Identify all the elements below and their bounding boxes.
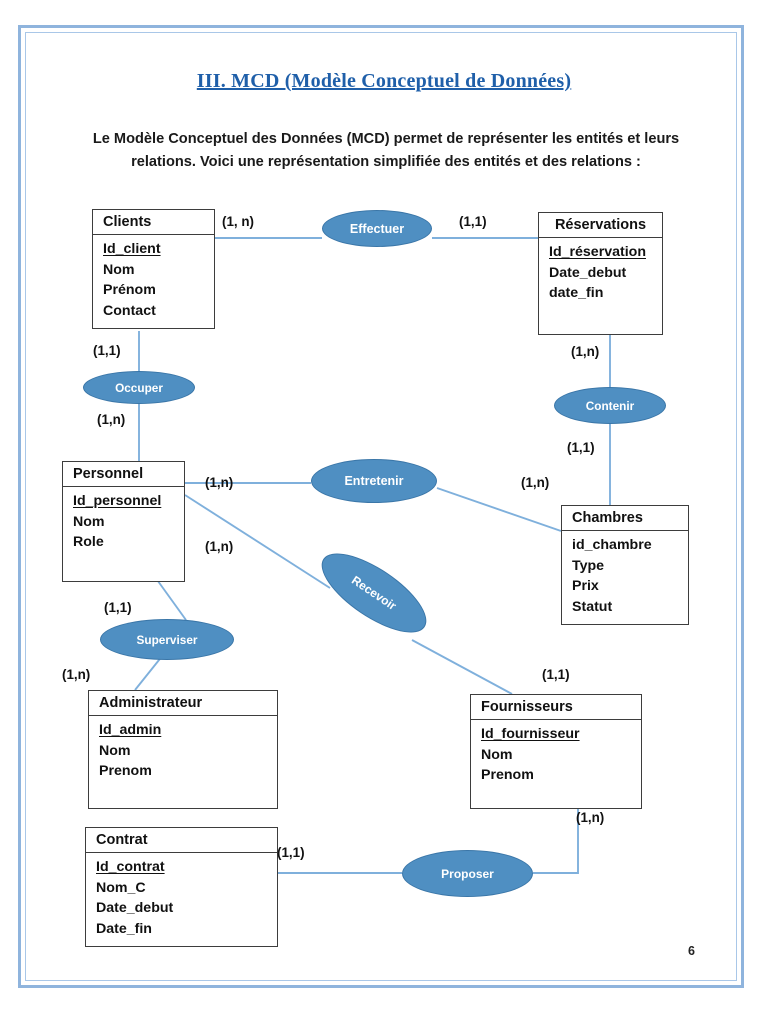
entity-attributes: id_chambre Type Prix Statut — [562, 531, 688, 624]
entity-clients[interactable]: Clients Id_client Nom Prénom Contact — [92, 209, 215, 329]
intro-paragraph: Le Modèle Conceptuel des Données (MCD) p… — [92, 131, 680, 170]
cardinality-contenir-chambres: (1,1) — [567, 440, 595, 455]
cardinality-personnel-entretenir: (1,n) — [205, 475, 234, 490]
attribute-type: Type — [572, 557, 605, 574]
attribute-id-reservation: Id_réservation — [549, 244, 646, 260]
cardinality-entretenir-chambres: (1,n) — [521, 475, 550, 490]
attribute-date-fin: date_fin — [549, 285, 604, 302]
attribute-prenom: Prénom — [103, 282, 156, 299]
page-border-outer — [18, 25, 744, 988]
link-superviser-administrateur — [134, 654, 164, 691]
link-entretenir-chambres — [436, 487, 562, 532]
page-number: 6 — [688, 944, 695, 958]
entity-chambres[interactable]: Chambres id_chambre Type Prix Statut — [561, 505, 689, 625]
entity-title: Contrat — [86, 828, 277, 853]
entity-attributes: Id_personnel Nom Role — [63, 487, 184, 559]
link-recevoir-fournisseurs — [411, 639, 513, 695]
entity-attributes: Id_fournisseur Nom Prenom — [471, 720, 641, 792]
entity-attributes: Id_admin Nom Prenom — [89, 716, 277, 788]
attribute-id-contrat: Id_contrat — [96, 859, 165, 875]
attribute-role: Role — [73, 534, 104, 551]
link-proposer-fournisseurs — [533, 800, 579, 874]
relation-proposer[interactable]: Proposer — [402, 850, 533, 897]
relation-label: Proposer — [441, 866, 494, 881]
link-personnel-recevoir — [184, 494, 331, 589]
entity-personnel[interactable]: Personnel Id_personnel Nom Role — [62, 461, 185, 583]
entity-title: Réservations — [539, 213, 662, 238]
attribute-nom: Nom — [103, 261, 135, 278]
relation-label: Contenir — [585, 398, 635, 413]
entity-title: Chambres — [562, 506, 688, 531]
relation-label: Recevoir — [349, 573, 399, 613]
relation-label: Effectuer — [349, 221, 405, 236]
attribute-date-debut: Date_debut — [96, 900, 174, 917]
attribute-nom: Nom — [99, 742, 131, 759]
page-title: III. MCD (Modèle Conceptuel de Données) — [196, 70, 572, 92]
relation-entretenir[interactable]: Entretenir — [311, 459, 437, 503]
entity-title: Administrateur — [89, 691, 277, 716]
cardinality-reservations-contenir: (1,n) — [571, 344, 600, 359]
cardinality-superviser-administrateur: (1,n) — [62, 667, 91, 682]
relation-label: Superviser — [136, 632, 198, 647]
entity-title: Fournisseurs — [471, 695, 641, 720]
entity-title: Clients — [93, 210, 214, 235]
cardinality-occuper-personnel: (1,n) — [97, 412, 126, 427]
entity-attributes: Id_client Nom Prénom Contact — [93, 235, 214, 328]
attribute-date-debut: Date_debut — [549, 264, 627, 281]
relation-label: Occuper — [115, 380, 163, 395]
cardinality-personnel-recevoir: (1,n) — [205, 539, 234, 554]
attribute-id-personnel: Id_personnel — [73, 493, 162, 509]
page-border-inner — [25, 32, 737, 981]
cardinality-contrat-proposer: (1,1) — [277, 845, 305, 860]
entity-attributes: Id_contrat Nom_C Date_debut Date_fin — [86, 853, 277, 946]
entity-contrat[interactable]: Contrat Id_contrat Nom_C Date_debut Date… — [85, 827, 278, 947]
attribute-contact: Contact — [103, 303, 156, 320]
attribute-nom: Nom — [73, 513, 105, 530]
entity-fournisseurs[interactable]: Fournisseurs Id_fournisseur Nom Prenom — [470, 694, 642, 810]
relation-contenir[interactable]: Contenir — [554, 387, 666, 424]
attribute-id-client: Id_client — [103, 241, 161, 257]
cardinality-fournisseurs-proposer: (1,n) — [576, 810, 605, 825]
entity-reservations[interactable]: Réservations Id_réservation Date_debut d… — [538, 212, 663, 336]
relation-effectuer[interactable]: Effectuer — [322, 210, 432, 247]
attribute-id-fournisseur: Id_fournisseur — [481, 726, 580, 742]
attribute-prenom: Prenom — [481, 767, 534, 784]
relation-superviser[interactable]: Superviser — [100, 619, 234, 660]
attribute-prix: Prix — [572, 578, 599, 595]
attribute-nom-c: Nom_C — [96, 879, 146, 896]
relation-label: Entretenir — [344, 474, 404, 488]
attribute-id-chambre: id_chambre — [572, 537, 652, 553]
entity-title: Personnel — [63, 462, 184, 487]
entity-administrateur[interactable]: Administrateur Id_admin Nom Prenom — [88, 690, 278, 810]
cardinality-clients-effectuer: (1, n) — [222, 214, 254, 229]
attribute-statut: Statut — [572, 599, 613, 616]
cardinality-clients-occuper: (1,1) — [93, 343, 121, 358]
cardinality-personnel-superviser: (1,1) — [104, 600, 132, 615]
attribute-id-admin: Id_admin — [99, 722, 162, 738]
cardinality-recevoir-fournisseurs: (1,1) — [542, 667, 570, 682]
cardinality-effectuer-reservations: (1,1) — [459, 214, 487, 229]
relation-occuper[interactable]: Occuper — [83, 371, 195, 404]
attribute-nom: Nom — [481, 746, 513, 763]
entity-attributes: Id_réservation Date_debut date_fin — [539, 238, 662, 310]
attribute-date-fin: Date_fin — [96, 921, 152, 938]
attribute-prenom: Prenom — [99, 763, 152, 780]
